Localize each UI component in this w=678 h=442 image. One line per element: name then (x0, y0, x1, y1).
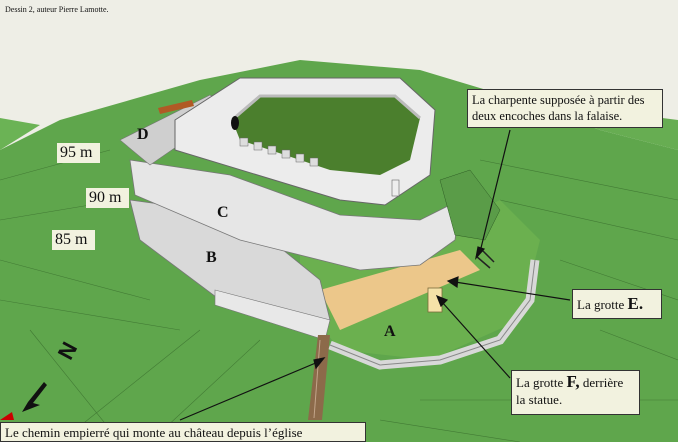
enceinte-a-letter: A (384, 323, 396, 340)
enceinte-c-letter: C (217, 204, 229, 221)
grotte-f-callout: La grotte F, derrière la statue. (511, 370, 640, 415)
grotte-f-rest: derrière la statue. (516, 375, 624, 407)
grotte-e-letter: E. (627, 294, 644, 313)
grotte-f-letter: F, (566, 372, 580, 391)
enceinte-c-wall (129, 159, 461, 271)
altitude-85-label: 85 m (52, 230, 96, 250)
grotte-f-text: La grotte (516, 375, 567, 390)
chemin-callout: Le chemin empierré qui monte au château … (0, 422, 366, 442)
altitude-95-label: 95 m (57, 143, 101, 163)
chemin-empierre (308, 335, 330, 420)
chemin-text: Le chemin empierré qui monte au château … (5, 425, 303, 440)
compass-arrow-icon (22, 382, 47, 412)
keep-courtyard (232, 96, 420, 175)
enceinte-d-letter: D (137, 126, 149, 143)
altitude-90-label: 90 m (86, 188, 130, 208)
charpente-text: La charpente supposée à partir des deux … (472, 93, 645, 123)
grotte-e-callout: La grotte E. (572, 289, 662, 319)
charpente-callout: La charpente supposée à partir des deux … (467, 89, 663, 128)
credit-text: Dessin 2, auteur Pierre Lamotte. (5, 5, 109, 14)
enceinte-b-letter: B (206, 249, 217, 266)
grotte-e-text: La grotte (577, 297, 628, 312)
